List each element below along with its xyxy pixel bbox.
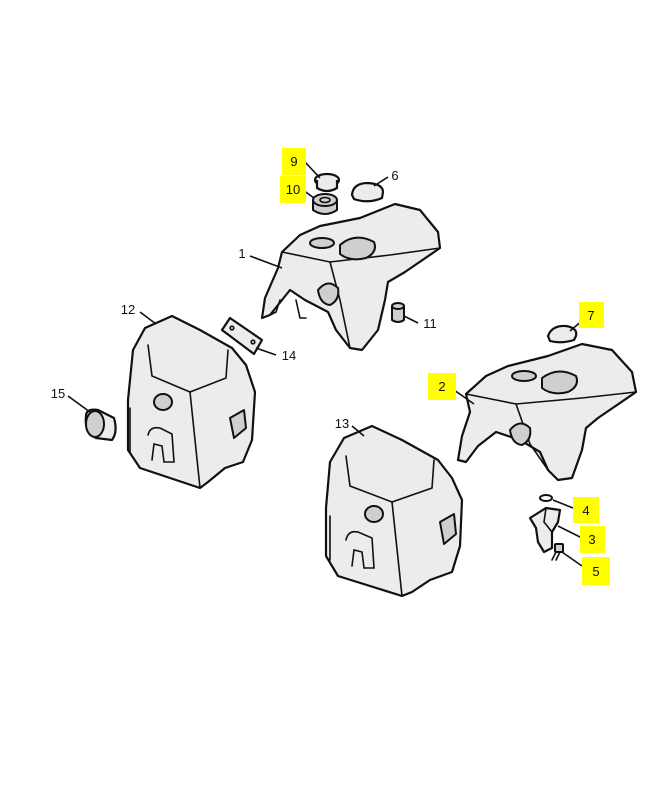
leader-3 [557,525,583,539]
label-5: 5 [592,564,599,579]
highlight-7 [579,302,604,328]
leader-6 [373,176,389,187]
part-10-grommet [312,193,338,215]
part-labels: 9 10 6 1 11 12 14 15 7 2 13 4 3 5 [51,154,600,579]
part-1-shroud [260,202,442,352]
leader-11 [403,315,419,324]
label-1: 1 [238,246,245,261]
label-14: 14 [282,348,296,363]
part-11-plug [391,302,405,323]
part-12-cover [126,314,257,490]
leader-13 [351,425,365,437]
part-15-knob [84,408,117,442]
leader-5 [561,551,583,567]
label-12: 12 [121,302,135,317]
part-3-bracket [528,506,562,554]
highlight-10 [280,176,306,203]
highlight-5 [582,557,610,585]
label-7: 7 [587,308,594,323]
part-6-cap [350,181,385,203]
leader-14 [255,347,277,356]
leader-1 [249,255,283,269]
part-4-oring [539,494,553,502]
label-9: 9 [290,154,297,169]
leader-2 [453,389,475,405]
leader-12 [139,311,157,325]
label-2: 2 [438,379,445,394]
label-3: 3 [588,532,595,547]
highlight-2 [428,373,456,400]
leader-4 [552,499,574,509]
leader-9 [304,161,321,179]
highlight-4 [573,497,599,523]
highlight-3 [580,526,605,553]
part-2-shroud [456,342,638,482]
part-13-cover [324,424,464,598]
label-13: 13 [335,416,349,431]
leader-15 [67,395,91,413]
label-11: 11 [423,316,437,331]
label-highlights [280,148,610,585]
label-15: 15 [51,386,65,401]
part-5-screw [551,543,564,561]
label-10: 10 [286,182,300,197]
highlight-9 [282,148,306,175]
part-7-cap [546,324,578,344]
label-4: 4 [582,503,589,518]
part-14-plate [220,316,264,356]
label-6: 6 [391,168,398,183]
part-9-plug [313,172,341,193]
